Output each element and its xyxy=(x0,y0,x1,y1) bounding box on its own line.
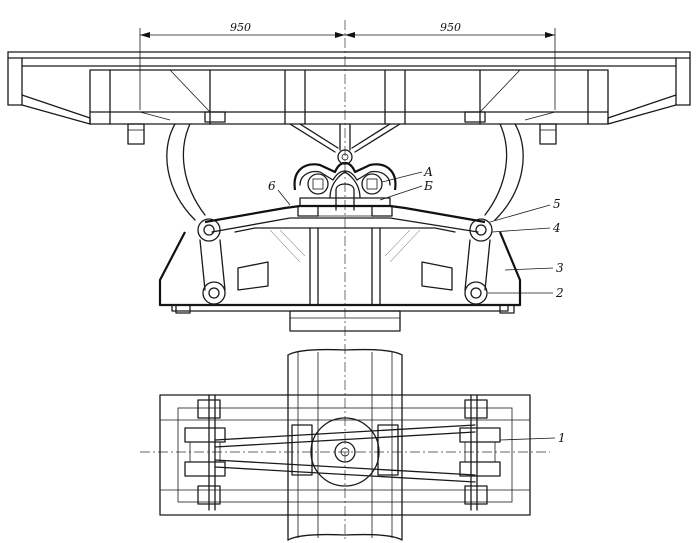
central-hanger xyxy=(289,123,401,165)
callout-B: Б xyxy=(423,179,433,193)
track xyxy=(287,348,403,541)
car-frame xyxy=(7,51,691,145)
callout-2: 2 xyxy=(555,286,564,300)
centre-rocker-assembly xyxy=(277,161,423,217)
plan-view: 1 xyxy=(140,348,566,541)
callout-6: 6 xyxy=(268,179,276,193)
plan-left-assembly xyxy=(184,394,226,511)
callout-1: 1 xyxy=(558,431,566,445)
curved-side-arms xyxy=(166,123,524,221)
plan-right-assembly xyxy=(459,394,556,511)
equalizer-beam xyxy=(197,204,551,242)
side-frame xyxy=(158,227,554,332)
dimension-left-label: 950 xyxy=(230,21,251,34)
callout-5: 5 xyxy=(553,197,561,211)
callout-3: 3 xyxy=(556,261,564,275)
plan-equalizers xyxy=(214,424,476,483)
plan-frame xyxy=(159,394,531,516)
callout-A: А xyxy=(423,165,433,179)
callout-4: 4 xyxy=(552,221,561,235)
dimension-right-label: 950 xyxy=(440,21,461,34)
side-elevation: 950 950 xyxy=(7,20,691,540)
plan-centre-bearing xyxy=(291,417,399,487)
dimension-lines xyxy=(139,28,556,110)
